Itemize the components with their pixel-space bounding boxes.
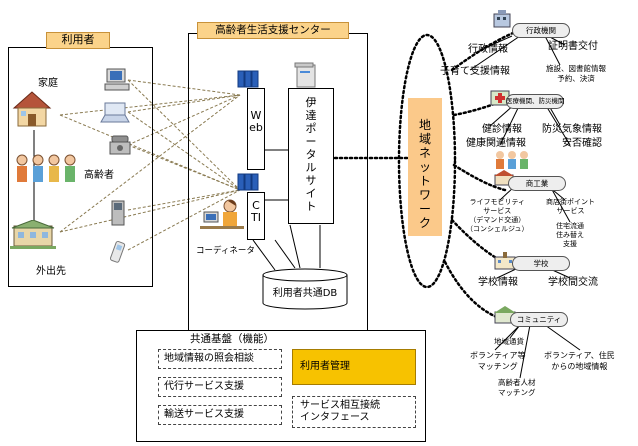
portal-label: 伊達ポータルサイト: [305, 96, 317, 213]
coordinator-icon: [200, 198, 244, 238]
cti-box: [247, 192, 265, 240]
node-label: 住宅流通 住み替え 支援: [556, 222, 584, 248]
node-label: 高齢者人材 マッチング: [498, 378, 536, 397]
cti-label: CTI: [251, 199, 261, 224]
web-box: [247, 88, 265, 170]
desktop-computer-icon: [104, 68, 130, 96]
node-label: ボランティア、住民 からの地域情報: [544, 351, 615, 371]
node-label: 防災気象情報: [542, 124, 602, 135]
government-building-icon: [492, 10, 512, 32]
people-icon: [494, 150, 534, 174]
node-name-medical: 医療機関、防災機関: [506, 97, 565, 105]
center-title-box: [197, 22, 349, 39]
node-label: 施設、図書館情報 予約、決済: [546, 64, 606, 83]
node-label: 健診情報: [482, 124, 522, 135]
platform-item-label: 利用者管理: [300, 361, 350, 372]
users-panel-title: 利用者: [61, 33, 95, 46]
platform-item-label: サービス相互接続 インタフェース: [300, 400, 380, 423]
platform-item-label: 地域情報の照会相談: [164, 353, 254, 364]
node-cylinder-school: [512, 256, 570, 271]
platform-title: 共通基盤（機能）: [190, 333, 274, 345]
network-box: [408, 98, 442, 236]
hospital-icon: [490, 88, 510, 110]
building-icon: [10, 219, 56, 254]
portal-server-icon: [294, 62, 318, 92]
node-label: 証明書交付: [548, 41, 598, 52]
node-cylinder-medical: [506, 94, 564, 109]
node-label: 安否確認: [562, 138, 602, 149]
node-label: 子育て支援情報: [440, 66, 510, 77]
node-cylinder-commerce: [508, 176, 566, 191]
db-label: 利用者共通DB: [272, 288, 338, 299]
node-name-government: 行政機関: [526, 26, 556, 35]
node-label: ボランティア等 マッチング: [470, 351, 526, 371]
platform-item-label: 代行サービス支援: [164, 381, 244, 392]
network-label: 地域ネットワーク: [418, 118, 431, 230]
mobile-phone-icon: [109, 238, 126, 268]
platform-item-label: 輸送サービス支援: [164, 409, 244, 420]
platform-item-service-interface: [292, 396, 416, 428]
elderly-people-icon: [12, 152, 84, 196]
node-label: 行政情報: [468, 44, 508, 55]
platform-item-proxy-service: [158, 377, 282, 397]
node-label: 地域通貨: [494, 337, 524, 346]
web-server-icon: [237, 70, 259, 92]
platform-item-transport: [158, 405, 282, 425]
elderly-label: 高齢者: [84, 170, 114, 181]
cti-server-icon: [237, 173, 259, 195]
node-label: 学校間交流: [548, 277, 598, 288]
fax-device-icon: [110, 200, 126, 230]
node-name-school: 学校: [533, 259, 549, 268]
notebook-computer-icon: [100, 102, 130, 128]
node-cylinder-government: [512, 23, 570, 38]
house-icon: [12, 90, 52, 132]
home-label: 家庭: [38, 78, 58, 89]
node-label: 健康関連情報: [466, 138, 526, 149]
node-name-commerce: 商工業: [525, 179, 549, 188]
user-db-cylinder: [262, 268, 348, 314]
node-label: 商店街ポイント サービス: [546, 198, 595, 215]
telephone-icon: [108, 134, 132, 160]
platform-item-regional-info: [158, 349, 282, 369]
portal-box: [288, 88, 334, 224]
users-panel-title-box: [46, 32, 110, 49]
coordinator-label: コーディネータ: [196, 246, 255, 256]
node-label: ライフモビリティ サービス （デマンド交通） （コンシェルジュ）: [466, 198, 529, 233]
center-title: 高齢者生活支援センター: [215, 24, 331, 36]
node-label: 学校情報: [478, 277, 518, 288]
platform-item-user-management: [292, 349, 416, 385]
destination-label: 外出先: [36, 266, 66, 277]
web-label: Web: [249, 109, 263, 134]
node-name-community: コミュニティ: [516, 315, 562, 324]
node-cylinder-community: [510, 312, 568, 327]
